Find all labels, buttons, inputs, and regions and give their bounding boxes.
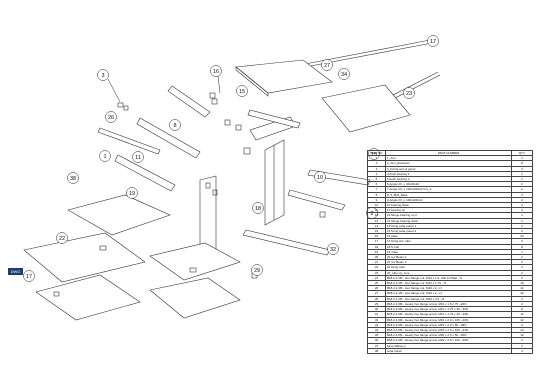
bom-cell-qty: 1	[511, 217, 533, 224]
bom-cell-qty: 2	[511, 222, 533, 230]
callout-label: 8	[173, 123, 176, 129]
bom-cell-qty: 4	[511, 165, 533, 172]
bom-cell-qty: 4	[511, 347, 533, 354]
bom-cell-qty: 4	[511, 321, 533, 328]
callout-label: 27	[324, 63, 330, 69]
bom-cell-qty: 3	[511, 191, 533, 198]
solar-panel-17	[35, 274, 141, 321]
callout-label: 1	[103, 154, 106, 160]
callout-label: 34	[341, 72, 347, 78]
bom-cell-qty: 8	[511, 160, 533, 167]
bom-cell-qty: 2	[511, 259, 533, 266]
bom-cell-qty: 2	[511, 274, 533, 282]
bom-cell-qty: 11	[511, 311, 533, 318]
bom-cell-qty: 2	[511, 269, 533, 276]
bom-cell-qty: 8	[511, 306, 533, 313]
bom-cell-qty: 4	[511, 207, 533, 214]
bom-cell-qty: 1	[511, 175, 533, 183]
bom-cell-qty: 2	[511, 228, 533, 235]
callout-label: 22	[59, 236, 65, 242]
solar-panel-right	[321, 84, 411, 133]
bom-cell-qty: 1	[511, 155, 533, 162]
bom-cell-qty: 2	[511, 337, 533, 344]
bom-cell-qty: 4	[511, 202, 533, 209]
bom-header-row: ITEM NO. PART NUMBER QTY.	[367, 149, 533, 157]
bom-cell-qty: 2	[511, 254, 533, 261]
bom-cell-qty: 2	[511, 186, 533, 193]
bom-cell-part: solar panel	[385, 347, 512, 354]
bom-cell-qty: 2	[511, 181, 533, 188]
callout-label: 17	[26, 274, 32, 280]
rod-top-right	[299, 39, 431, 66]
bom-cell-qty: 1	[511, 212, 533, 219]
callout-label: 18	[255, 206, 261, 212]
callout-label: 3	[101, 73, 104, 79]
bom-cell-qty: 4	[511, 264, 533, 271]
bom-cell-qty: 12	[511, 285, 533, 292]
solar-panel-22	[23, 232, 146, 283]
callout-label: 38	[70, 176, 76, 182]
bom-cell-qty: 12	[511, 316, 533, 323]
bom-cell-qty: 8	[511, 243, 533, 250]
bom-cell-qty: 19	[511, 280, 533, 287]
bom-cell-qty: 24	[511, 233, 533, 240]
bom-cell-qty: 2	[511, 196, 533, 204]
bom-header-qty: QTY.	[511, 149, 533, 157]
callout-label: 16	[213, 69, 219, 75]
bom-cell-qty: 4	[511, 238, 533, 245]
callout-label: 29	[254, 268, 260, 274]
side-tag: DWG	[8, 268, 23, 275]
bom-cell-qty: 1	[511, 170, 533, 178]
callout-label: 23	[406, 91, 412, 97]
callout-label: 32	[330, 247, 336, 253]
callout-label: 15	[239, 89, 245, 95]
bom-cell-qty: 2	[511, 300, 533, 308]
bom-cell-qty: 12	[511, 332, 533, 339]
callout-label: 10	[317, 175, 323, 181]
callout-label: 26	[108, 115, 114, 121]
solar-panel-38	[67, 194, 171, 236]
callout-label: 11	[135, 155, 141, 161]
bom-cell-qty: 1	[511, 248, 533, 256]
bom-cell-qty: 2	[511, 295, 533, 302]
callout-label: 17	[430, 39, 436, 45]
bom-cell-item: 38	[367, 347, 386, 354]
bom-cell-qty: 40	[511, 290, 533, 297]
callout-label: 19	[129, 191, 135, 197]
center-mast	[264, 139, 285, 226]
bom-cell-qty: 1	[511, 342, 533, 349]
bom-cell-qty: 24	[511, 326, 533, 334]
bom-header-item: ITEM NO.	[367, 149, 386, 157]
